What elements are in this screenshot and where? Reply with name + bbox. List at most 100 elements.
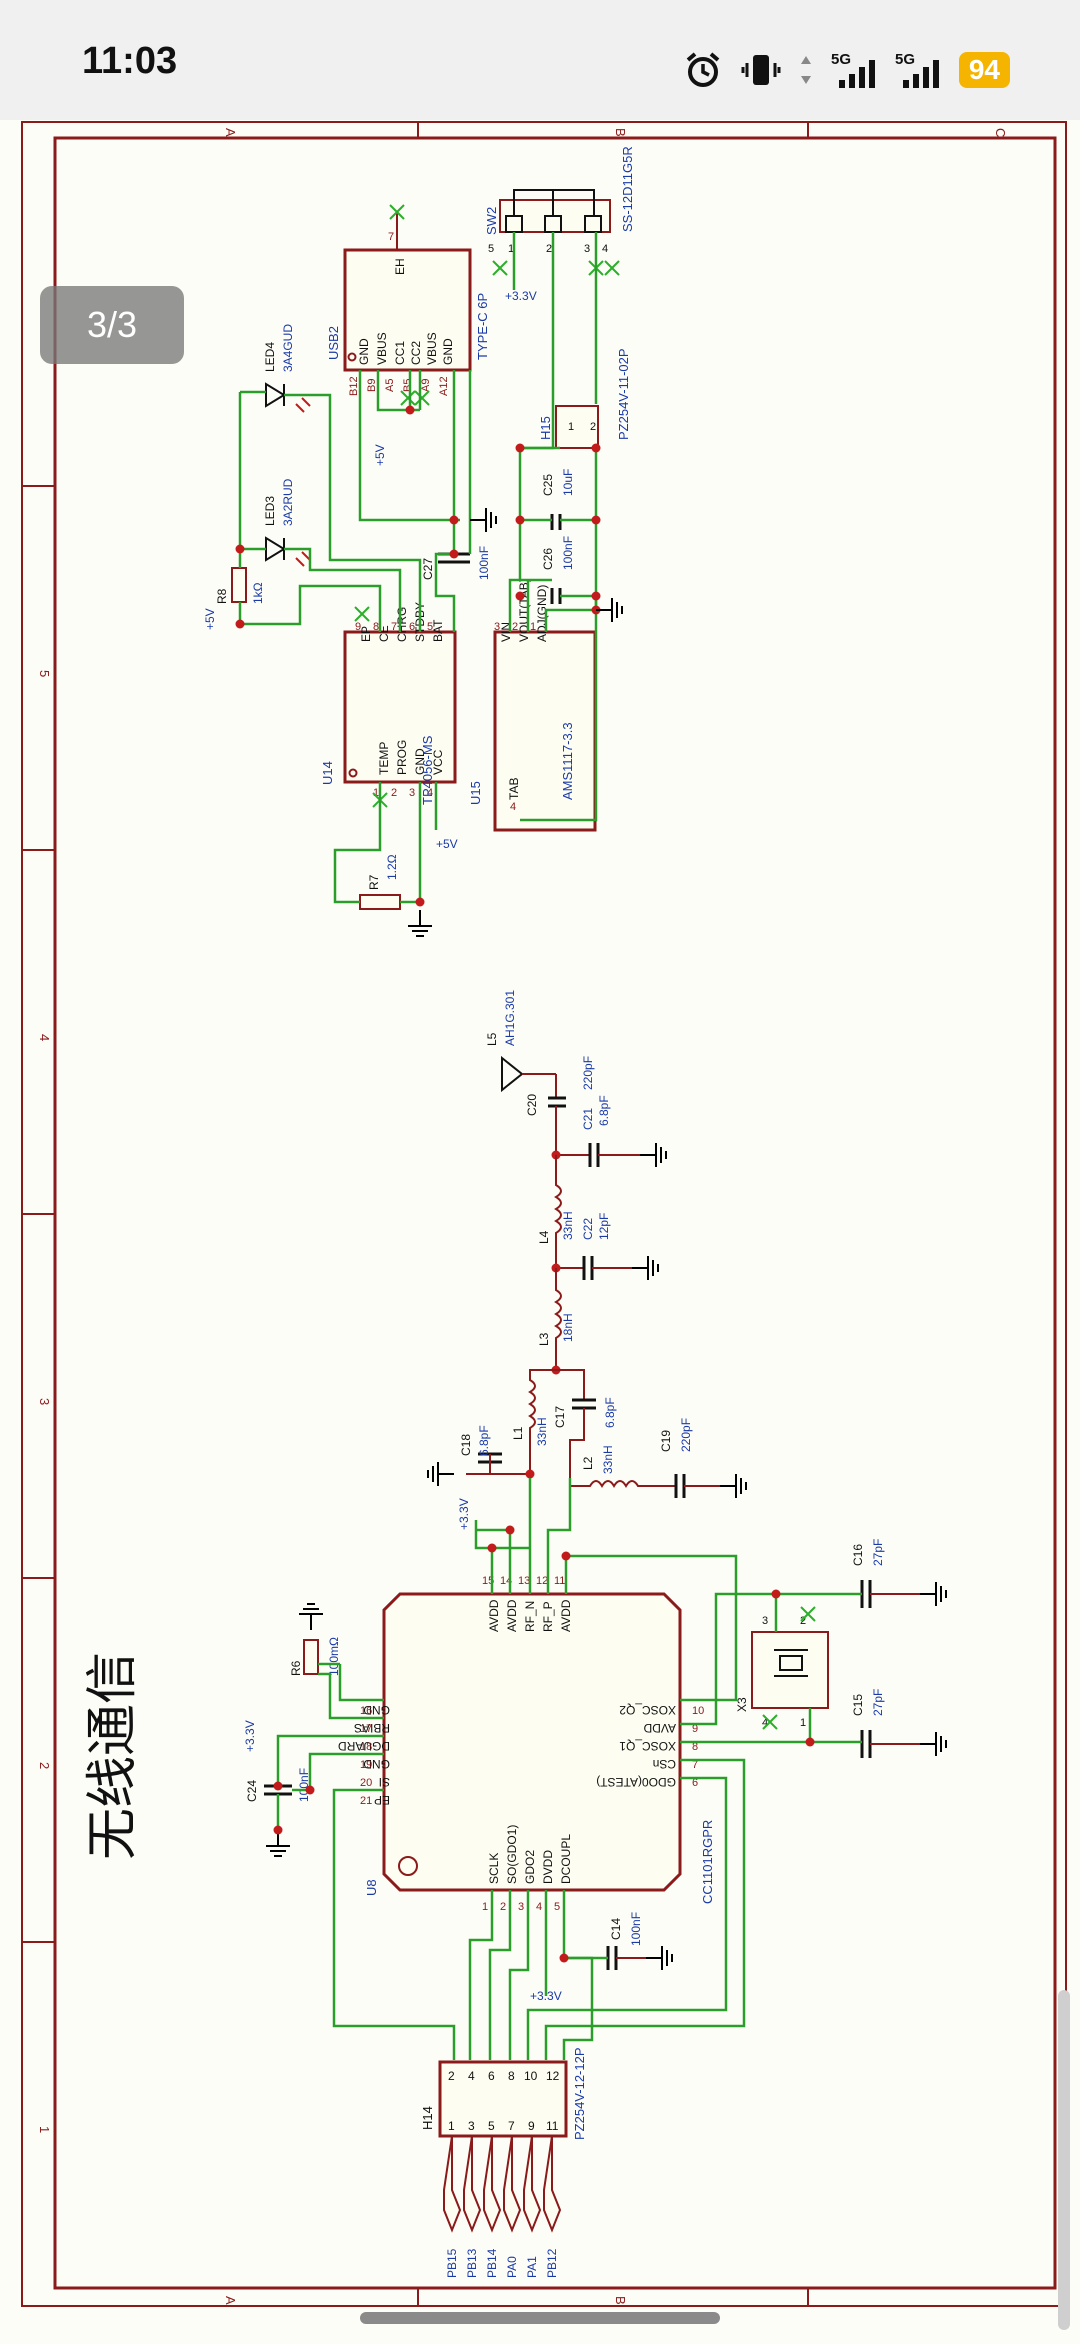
c17-ref: C17 xyxy=(553,1406,567,1428)
x3-pin-4: 4 xyxy=(762,1717,768,1729)
schematic-sheet: A B C A B 5 4 3 2 1 无线通信 EP CE CHRG STDB… xyxy=(21,121,1067,2307)
l4-ref: L4 xyxy=(537,1230,551,1244)
usb2-pin-gnd2: GND xyxy=(441,338,455,365)
u14-pin-vcc: VCC xyxy=(431,749,445,775)
c18-value: 6.8pF xyxy=(477,1425,491,1456)
u8-num-21: 21 xyxy=(360,1795,372,1807)
label-5v-usb: +5V xyxy=(373,444,387,466)
border-num-3: 3 xyxy=(37,1398,52,1405)
u14-pinnum-8: 8 xyxy=(373,621,379,633)
usb2-pin-cc1: CC1 xyxy=(393,341,407,365)
usb2-pinnum-a5: A5 xyxy=(384,379,396,392)
c16-ref: C16 xyxy=(851,1544,865,1566)
u14-pinnum-7: 7 xyxy=(391,621,397,633)
u8-pin-so: SO(GDO1) xyxy=(505,1825,519,1884)
rf-power-labels: +3.3V +3.3V +3.3V xyxy=(243,1498,562,2003)
schematic-title: 无线通信 xyxy=(84,1652,142,1860)
u8-num-12: 12 xyxy=(536,1575,548,1587)
h15-ref: H15 xyxy=(538,416,553,440)
c20-ref: C20 xyxy=(525,1094,539,1116)
u8-num-6: 6 xyxy=(692,1777,698,1789)
leds: LED4 3A4GUD LED3 3A2RUD xyxy=(263,324,311,567)
u14-pin-chrg: CHRG xyxy=(395,607,409,642)
c24-ref: C24 xyxy=(245,1780,259,1802)
u14-pin-gnd: GND xyxy=(413,748,427,775)
r7-ref: R7 xyxy=(367,874,381,890)
h14-pin-10: 10 xyxy=(524,2069,538,2083)
border-num-2: 2 xyxy=(37,1762,52,1769)
status-icons: 5G 5G 94 xyxy=(683,48,1010,92)
scrollbar[interactable] xyxy=(1058,1990,1070,2330)
l5-ref: L5 xyxy=(485,1032,499,1046)
h14-pin-11: 11 xyxy=(546,2119,559,2133)
u14-pinnum-4: 4 xyxy=(427,787,433,799)
label-33v-rf: +3.3V xyxy=(457,1498,471,1530)
port-pb14: PB14 xyxy=(485,2248,499,2278)
u8-pin-csn: CSn xyxy=(653,1757,676,1771)
l4-value: 33nH xyxy=(561,1211,575,1240)
u8-pin-rfn: RF_N xyxy=(523,1601,537,1632)
ldo-u15: VIN VOUT(TAB) ADJ(GND) TAB 3 2 1 4 U15 A… xyxy=(468,578,597,832)
label-33v-c24: +3.3V xyxy=(243,1720,257,1752)
usb2-pinnum-7: 7 xyxy=(388,231,394,243)
label-5v-r8: +5V xyxy=(203,608,217,630)
sw2-pin-3: 3 xyxy=(584,243,590,255)
home-indicator[interactable] xyxy=(360,2312,720,2324)
c15-ref: C15 xyxy=(851,1694,865,1716)
x3-pin-2: 2 xyxy=(800,1615,806,1627)
sw2-part: SS-12D11G5R xyxy=(620,146,635,232)
l1-value: 33nH xyxy=(535,1417,549,1446)
led4-part: 3A4GUD xyxy=(281,324,295,372)
u14-pin-ep: EP xyxy=(359,626,373,642)
x3-pin-3: 3 xyxy=(762,1615,768,1627)
l5-part: AH1G.301 xyxy=(503,990,517,1046)
c17-value: 6.8pF xyxy=(603,1397,617,1428)
alarm-icon xyxy=(686,52,720,87)
c25-ref: C25 xyxy=(541,474,555,496)
border-letter-c-top: C xyxy=(993,128,1008,137)
u8-ref: U8 xyxy=(364,1879,379,1896)
usb2-pin-eh: EH xyxy=(393,258,407,275)
u15-pin-tab: TAB xyxy=(507,778,521,800)
usb2-pinnum-b5: B5 xyxy=(402,379,414,392)
u15-part: AMS1117-3.3 xyxy=(560,722,575,800)
u8-num-8: 8 xyxy=(692,1741,698,1753)
u8-num-11: 11 xyxy=(554,1575,565,1587)
c16-value: 27pF xyxy=(871,1539,885,1566)
data-arrows-icon xyxy=(800,56,811,84)
label-33v-sw2: +3.3V xyxy=(505,289,537,303)
u8-pin-dcoupl: DCOUPL xyxy=(559,1834,573,1884)
usb2-pin-vbus: VBUS xyxy=(375,332,389,365)
r8-ref: R8 xyxy=(215,588,229,604)
h14-pin-7: 7 xyxy=(508,2119,515,2133)
usb2-part: TYPE-C 6P xyxy=(475,293,490,360)
usb2-pinnum-b9: B9 xyxy=(366,379,378,392)
usb2-pinnum-b12: B12 xyxy=(348,376,360,396)
u8-num-2: 2 xyxy=(500,1901,506,1913)
usb2-pin-cc2: CC2 xyxy=(409,341,423,365)
h15-pin-2: 2 xyxy=(590,421,596,433)
signal-label-1: 5G xyxy=(831,51,851,68)
u14-pinnum-1: 1 xyxy=(373,787,379,799)
c26-ref: C26 xyxy=(541,548,555,570)
rf-network: C20 C21 220pF 6.8pF L4 33nH C22 12pF L3 … xyxy=(427,1056,747,1499)
signal-icon-2: 5G xyxy=(895,51,939,88)
u8-pin-gnd16: GND xyxy=(363,1703,390,1717)
h14-pin-8: 8 xyxy=(508,2069,515,2083)
c22-value: 12pF xyxy=(597,1213,611,1240)
u8-pin-xoscq2: XOSC_Q2 xyxy=(619,1703,676,1717)
u8-num-20: 20 xyxy=(360,1777,372,1789)
u8-num-9: 9 xyxy=(692,1723,698,1735)
u8-pin-xoscq1: XOSC_Q1 xyxy=(619,1739,676,1753)
power-labels: +5V +5V +5V +3.3V xyxy=(203,289,537,851)
status-bar: 11:03 5G 5G 94 xyxy=(0,0,1080,120)
c18-ref: C18 xyxy=(459,1434,473,1456)
r7-value: 1.2Ω xyxy=(385,854,399,880)
u14-pinnum-2: 2 xyxy=(391,787,397,799)
border-num-1: 1 xyxy=(37,2126,52,2133)
border-num-4: 4 xyxy=(37,1034,52,1041)
u8-pin-avdd15: AVDD xyxy=(487,1599,501,1632)
u14-pin-bat: BAT xyxy=(431,619,445,642)
signal-icon-1: 5G xyxy=(831,51,875,88)
u8-pin-gnd19: GND xyxy=(363,1757,390,1771)
